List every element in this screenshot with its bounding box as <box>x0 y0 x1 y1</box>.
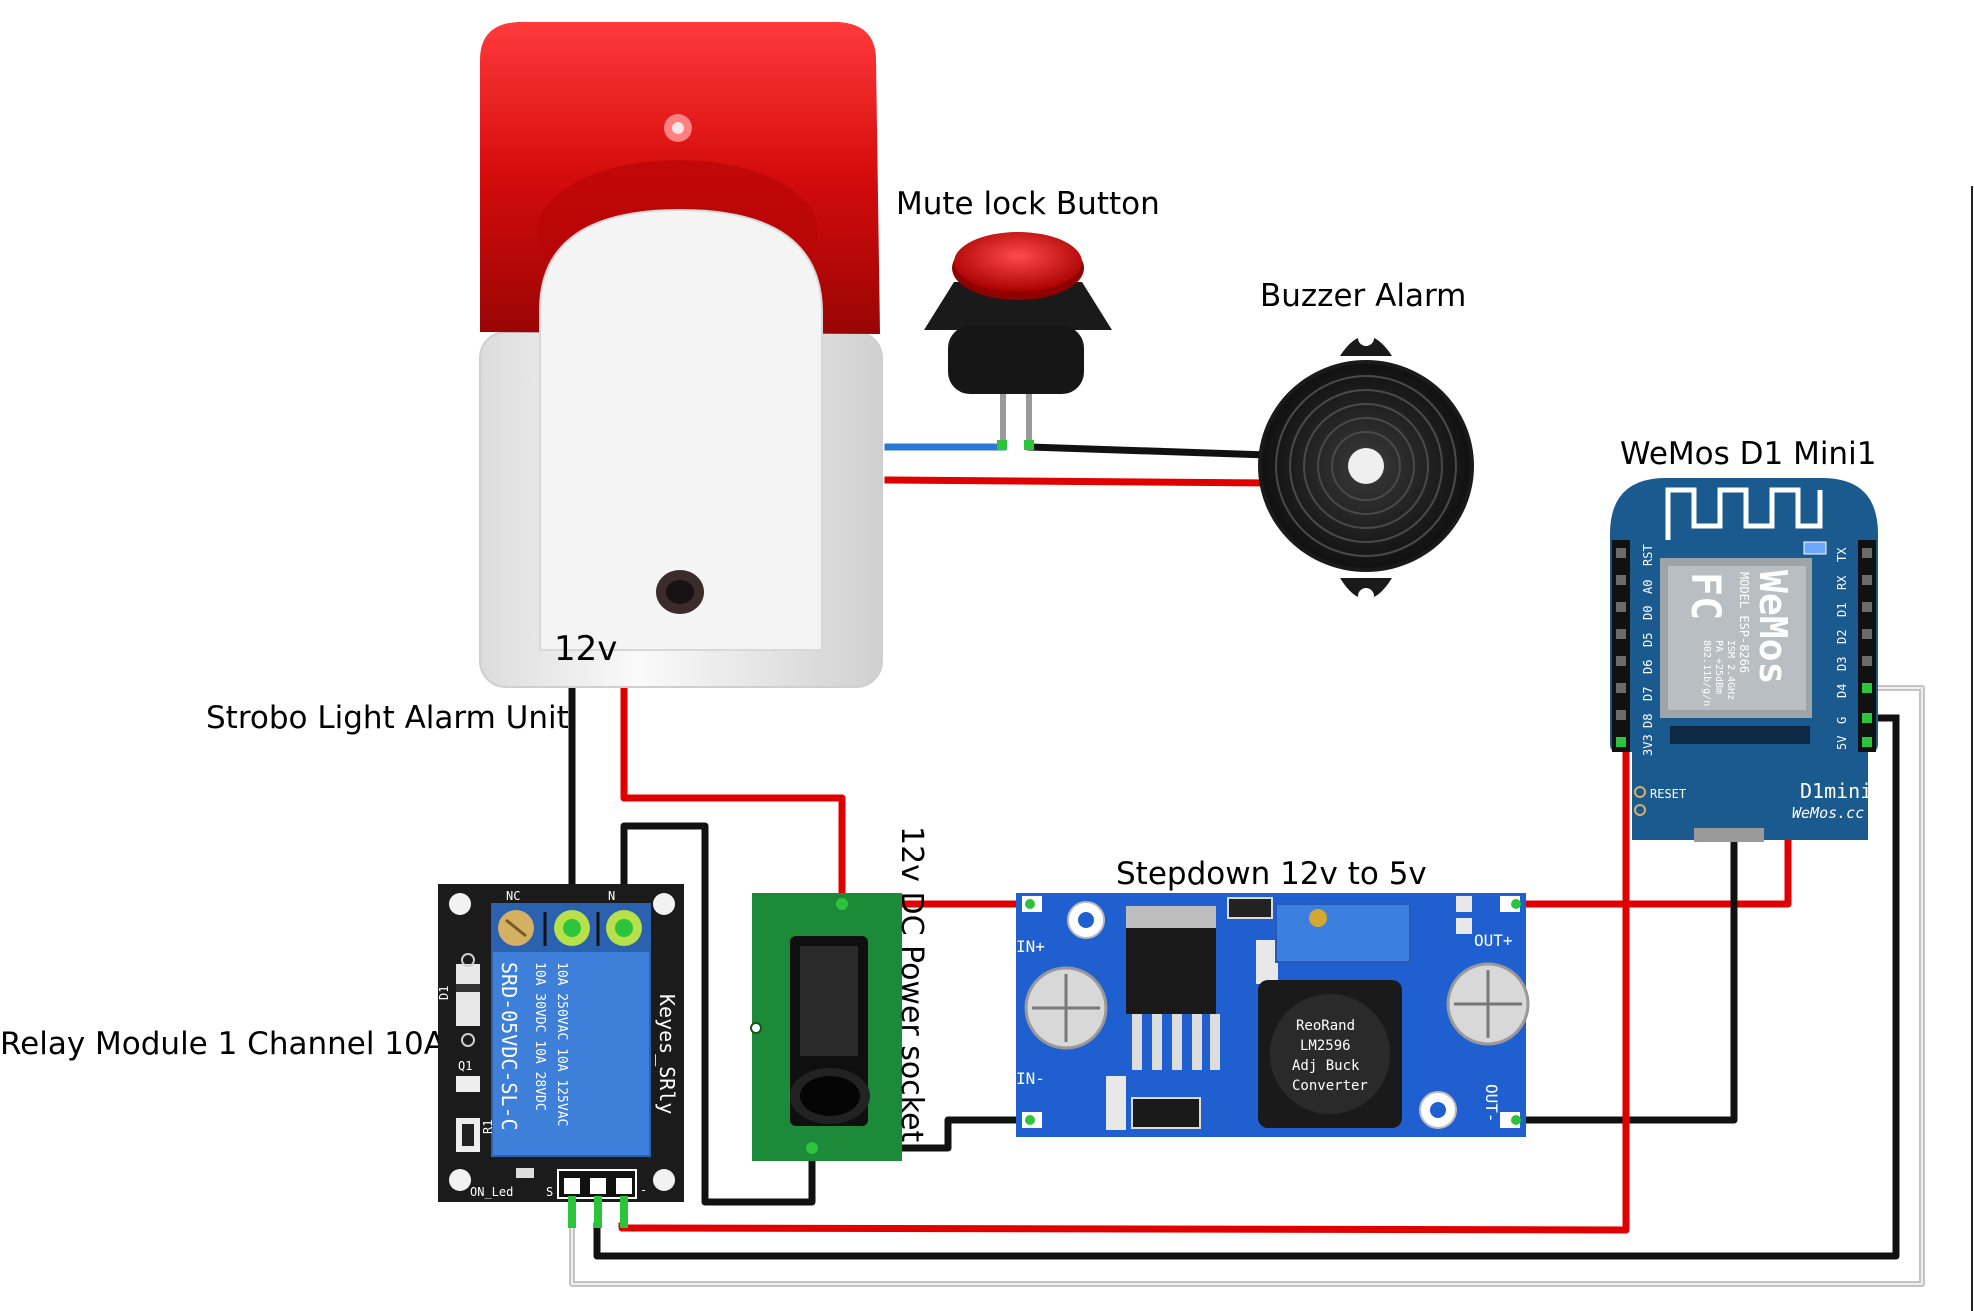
wire-black-relay-gnd <box>593 714 1900 1260</box>
wemos-reset-marking: RESET <box>1650 787 1686 801</box>
wemos-right-pin-labels: TX RX D1 D2 D3 D4 G 5V <box>1835 547 1849 750</box>
relay-q1-marking: Q1 <box>458 1059 472 1073</box>
wemos-antenna <box>1665 487 1823 540</box>
pin-label-d3: D3 <box>1835 657 1849 671</box>
pin-label-d0: D0 <box>1641 606 1655 620</box>
buck-out-minus: OUT- <box>1482 1084 1501 1123</box>
wire-red-strobe-socket <box>620 684 846 908</box>
relay-d1-marking: D1 <box>437 986 451 1000</box>
buck-chip-line2: LM2596 <box>1300 1038 1351 1054</box>
wemos-left-pins <box>1616 548 1626 747</box>
wemos-d1mini-marking: D1mini <box>1800 779 1872 803</box>
relay-model-marking: SRD-05VDC-SL-C <box>497 962 521 1131</box>
relay-rating-1: 10A 250VAC 10A 125VAC <box>554 962 569 1126</box>
pin-label-d8: D8 <box>1641 714 1655 728</box>
buck-chip-line3: Adj Buck <box>1292 1058 1360 1074</box>
buck-converter-icon: ReoRand LM2596 Adj Buck Converter IN+ IN… <box>1016 893 1530 1137</box>
wire-gray-relay-signal-inner <box>571 687 1923 1285</box>
wemos-label: WeMos D1 Mini1 <box>1620 436 1876 472</box>
dc-socket-icon <box>750 893 902 1161</box>
push-button-icon[interactable] <box>924 232 1112 450</box>
strobe-light-icon <box>479 22 883 688</box>
buck-out-plus: OUT+ <box>1474 931 1513 950</box>
wemos-site-marking: WeMos.cc <box>1792 804 1864 822</box>
pin-label-d1: D1 <box>1835 603 1849 617</box>
pin-label-d5: D5 <box>1641 633 1655 647</box>
wemos-left-pin-labels: RST A0 D0 D5 D6 D7 D8 3V3 <box>1641 544 1655 756</box>
esp-brand-marking: WeMos <box>1751 570 1795 684</box>
relay-r1-marking: R1 <box>481 1120 495 1134</box>
wire-black-button-buzzer <box>1026 443 1272 459</box>
buzzer-label: Buzzer Alarm <box>1260 278 1466 314</box>
esp-model-marking: MODEL ESP-8266 <box>1737 572 1751 673</box>
relay-minus-marking: - <box>640 1183 647 1197</box>
relay-nc-marking: NC <box>506 889 520 903</box>
esp-info1: ISM 2.4GHz <box>1725 640 1736 700</box>
relay-icon: NC N SRD-05VDC-SL-C 10A 250VAC 10A 125VA… <box>437 884 684 1228</box>
buck-in-plus: IN+ <box>1016 937 1045 956</box>
pin-label-3v3: 3V3 <box>1641 734 1655 756</box>
wire-red-strobe-buzzer <box>884 476 1272 487</box>
strobe-voltage-label: 12v <box>554 629 617 669</box>
buzzer-icon <box>1258 330 1474 604</box>
pin-label-g: G <box>1835 717 1849 724</box>
relay-brand-marking: Keyes_SRly <box>655 994 679 1114</box>
relay-s-marking: S <box>546 1185 553 1199</box>
pin-label-d6: D6 <box>1641 660 1655 674</box>
wemos-board-icon: FC WeMos MODEL ESP-8266 ISM 2.4GHz PA +2… <box>1610 478 1878 842</box>
pin-label-d7: D7 <box>1641 687 1655 701</box>
wire-black-socket-relay <box>620 822 816 1206</box>
pin-label-a0: A0 <box>1641 580 1655 594</box>
strobe-unit-label: Strobo Light Alarm Unit <box>206 700 569 736</box>
mute-button-label: Mute lock Button <box>896 186 1160 222</box>
esp-info2: PA +25dBm <box>1713 640 1724 694</box>
buck-in-minus: IN- <box>1016 1069 1045 1088</box>
relay-rating-2: 10A 30VDC 10A 28VDC <box>532 962 547 1111</box>
relay-label: Relay Module 1 Channel 10A <box>0 1026 445 1062</box>
stepdown-label: Stepdown 12v to 5v <box>1116 856 1427 892</box>
esp-info3: 802.11b/g/n <box>1701 640 1712 706</box>
wemos-right-pins <box>1862 548 1872 747</box>
pin-label-tx: TX <box>1835 547 1849 562</box>
buck-chip-line1: ReoRand <box>1296 1018 1355 1034</box>
buck-chip-line4: Converter <box>1292 1078 1368 1094</box>
pin-label-rst: RST <box>1641 544 1655 566</box>
pin-label-d4: D4 <box>1835 684 1849 698</box>
pin-label-5v: 5V <box>1835 736 1849 750</box>
pin-label-rx: RX <box>1835 575 1849 590</box>
relay-on-led-marking: ON_Led <box>470 1185 513 1199</box>
pin-label-d2: D2 <box>1835 630 1849 644</box>
relay-no-marking: N <box>608 889 615 903</box>
esp-fc-marking: FC <box>1682 572 1728 620</box>
dc-socket-label: 12v DC Power socket <box>894 826 929 1143</box>
